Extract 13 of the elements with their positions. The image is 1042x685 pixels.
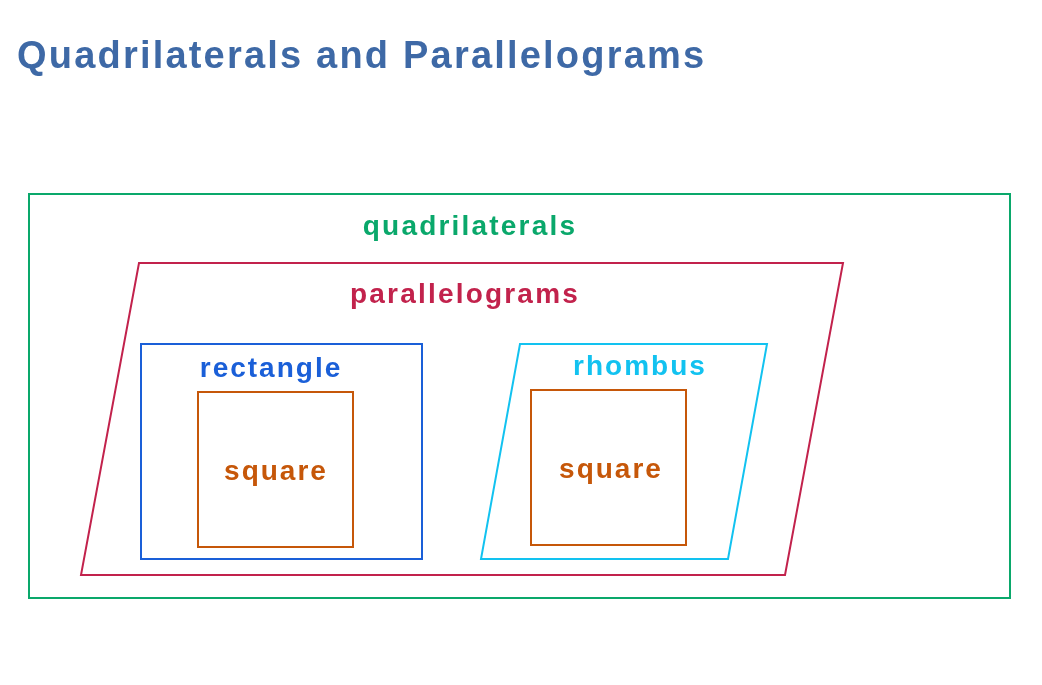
rectangle-region	[140, 343, 423, 560]
set-label: quadrilaterals	[362, 212, 578, 240]
set-label: rectangle	[199, 354, 343, 382]
set-label: parallelograms	[350, 280, 580, 308]
set-label: square	[559, 455, 663, 483]
quadrilaterals-region	[28, 193, 1011, 599]
square-region	[530, 389, 687, 546]
rhombus-region	[480, 343, 768, 560]
set-label: rhombus	[573, 352, 707, 380]
set-label: square	[224, 457, 328, 485]
square-region	[197, 391, 354, 548]
diagram-title: Quadrilaterals and Parallelograms	[17, 36, 707, 74]
parallelograms-region	[80, 262, 844, 576]
